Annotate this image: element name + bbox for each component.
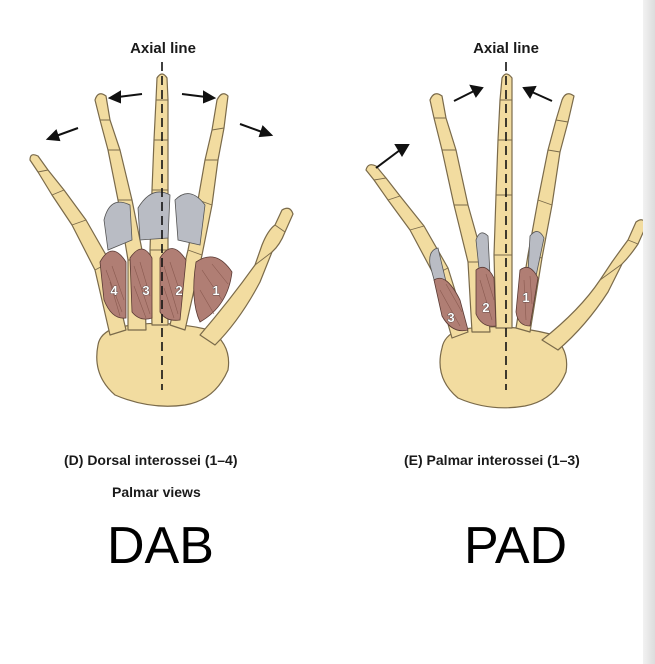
dorsal-interossei-caption: (D) Dorsal interossei (1–4) <box>64 452 238 468</box>
palmar-interossei-panel: Axial line <box>330 0 650 664</box>
arrow-right-icon <box>203 90 217 104</box>
palmar-interossei-hand-illustration: 3 2 1 <box>365 62 647 409</box>
palmar-interosseous-1 <box>515 266 539 327</box>
palmar-interosseous-3 <box>433 277 469 332</box>
dorsal-interosseous-4 <box>99 250 127 319</box>
axial-line-label: Axial line <box>473 40 539 57</box>
muscle-number-3: 3 <box>447 310 454 325</box>
dorsal-interossei-hand-illustration: 4 3 2 1 <box>29 62 294 407</box>
pad-mnemonic: PAD <box>464 517 568 575</box>
arrow-right-icon <box>469 84 484 98</box>
muscle-number-1: 1 <box>522 290 529 305</box>
adduction-arrows <box>375 84 553 169</box>
arrow-right-icon <box>258 125 274 138</box>
dorsal-interosseous-1 <box>193 256 233 323</box>
arrow-left-icon <box>107 90 121 104</box>
dorsal-interosseous-3 <box>129 248 153 320</box>
middle-finger-bones <box>493 73 513 329</box>
thumb-bones <box>541 219 647 351</box>
little-finger-bones <box>29 154 127 336</box>
muscle-number-3: 3 <box>142 283 149 298</box>
thumb-bones <box>199 207 294 346</box>
muscle-number-1: 1 <box>212 283 219 298</box>
window-edge <box>643 0 655 664</box>
arrow-left-icon <box>522 85 537 99</box>
ring-finger-bones <box>429 93 491 333</box>
palmar-interossei-caption: (E) Palmar interossei (1–3) <box>404 452 580 468</box>
palmar-interosseous-2 <box>475 266 497 327</box>
arrow-left-icon <box>45 129 61 142</box>
muscle-number-2: 2 <box>482 300 489 315</box>
palmar-views-caption: Palmar views <box>112 484 201 500</box>
dorsal-interossei-panel: Axial line <box>0 0 320 664</box>
arrow-up-right-icon <box>394 144 410 157</box>
abduction-arrows <box>45 90 274 142</box>
muscle-number-2: 2 <box>175 283 182 298</box>
muscle-number-4: 4 <box>110 283 118 298</box>
axial-line-label: Axial line <box>130 40 196 57</box>
dab-mnemonic: DAB <box>107 517 214 575</box>
dorsal-interosseous-2 <box>159 248 187 321</box>
